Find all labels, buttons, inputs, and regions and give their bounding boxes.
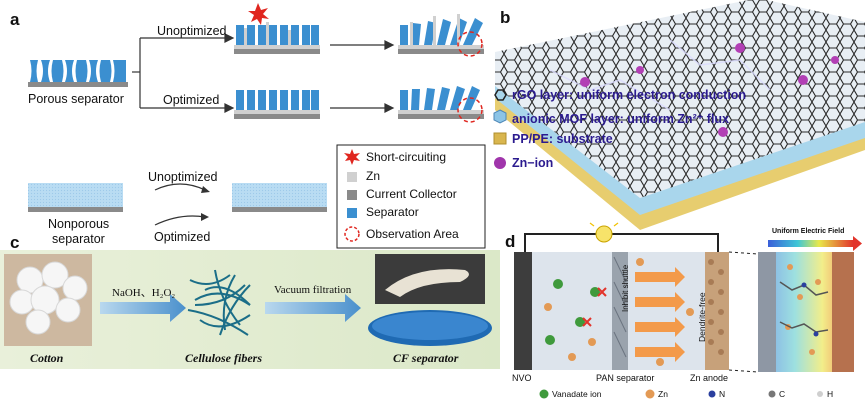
panel-c-label: c xyxy=(10,233,20,252)
porous-separator xyxy=(28,60,128,87)
optimized-label-bottom: Optimized xyxy=(154,230,211,244)
legend-n: N xyxy=(719,389,726,399)
inhibit-shuttle-label: Inhibit shuttle xyxy=(621,264,630,312)
rgo-layer-text: rGO layer: uniform electron conduction xyxy=(512,88,747,102)
field-label: Uniform Electric Field xyxy=(772,228,845,235)
legend-zn: Zn xyxy=(366,169,381,183)
polyhedron-icon xyxy=(493,109,507,124)
legend-current-collector: Current Collector xyxy=(366,187,457,201)
cellulose-process-illustration xyxy=(0,250,500,369)
electric-field-arrow xyxy=(768,240,853,247)
zn-anode xyxy=(705,252,729,370)
cellulose-fibers-icon xyxy=(187,269,251,336)
optimized-label-top: Optimized xyxy=(163,93,220,107)
gold-cube-icon xyxy=(493,132,507,145)
gray-square-icon xyxy=(347,190,357,200)
unoptimized-state-2 xyxy=(398,14,484,57)
zn-anode-label: Zn anode xyxy=(690,373,729,383)
panel-d-label: d xyxy=(505,232,516,251)
nonporous-label-line1: Nonporous xyxy=(48,217,110,231)
legend-h: H xyxy=(827,389,834,399)
battery-cell-illustration xyxy=(514,222,862,399)
legend-separator: Separator xyxy=(366,205,419,219)
caption-cotton: Cotton xyxy=(30,351,64,365)
process-arrow-1 xyxy=(100,294,186,322)
legend-c: C xyxy=(779,389,786,399)
observation-circle-icon xyxy=(457,31,483,57)
hexagon-icon xyxy=(494,89,507,101)
panel-a: a xyxy=(0,0,490,250)
branch-lines xyxy=(132,33,395,113)
legend-short-circuiting: Short-circuiting xyxy=(366,150,447,164)
pppe-text: PP/PE: substrate xyxy=(512,132,613,146)
light-gray-square-icon xyxy=(347,172,357,182)
legend-observation-area: Observation Area xyxy=(366,227,459,241)
nvo-electrode xyxy=(514,252,532,370)
optimized-state-1 xyxy=(234,90,320,119)
panel-a-schematic xyxy=(28,3,486,249)
layered-membrane-illustration xyxy=(493,0,865,230)
pan-separator-label: PAN separator xyxy=(596,373,655,383)
unoptimized-label-bottom: Unoptimized xyxy=(148,170,218,184)
panel-b-label: b xyxy=(500,8,511,27)
star-burst-icon xyxy=(344,149,360,165)
light-bulb-icon xyxy=(595,225,613,243)
step-naoh-h2o2: NaOH、H₂O₂ xyxy=(112,287,176,299)
legend-vanadate: Vanadate ion xyxy=(552,389,602,399)
step-vacuum-filtration: Vacuum filtration xyxy=(274,284,352,296)
optimized-state-2 xyxy=(398,86,484,123)
process-arrow-2 xyxy=(265,294,361,322)
caption-cf-separator: CF separator xyxy=(393,351,459,365)
blue-square-icon xyxy=(347,208,357,218)
nonporous-separator xyxy=(28,183,327,226)
panel-b: b rGO layer: uniform electron conduction… xyxy=(490,0,865,232)
unoptimized-label-top: Unoptimized xyxy=(157,24,227,38)
dendrite-free-label: Dendrite-free xyxy=(697,292,707,342)
unoptimized-state-1 xyxy=(234,3,320,54)
mof-layer-text: anionic MOF layer: uniform Zn²⁺ flux xyxy=(512,112,730,126)
panel-a-label: a xyxy=(10,10,20,29)
dashed-circle-icon xyxy=(344,226,360,242)
porous-separator-label: Porous separator xyxy=(28,92,124,106)
zn-ion-text: Zn−ion xyxy=(512,156,554,170)
panel-c: c NaOH、H₂O₂ xyxy=(0,233,500,405)
panel-d: d xyxy=(500,222,865,405)
caption-cellulose-fibers: Cellulose fibers xyxy=(185,351,262,365)
nvo-label: NVO xyxy=(512,373,532,383)
purple-sphere-icon xyxy=(494,157,506,169)
short-circuit-star-icon xyxy=(248,3,269,25)
pan-separator xyxy=(612,252,628,370)
nonporous-label-line2: separator xyxy=(52,232,105,246)
legend-zn: Zn xyxy=(658,389,668,399)
observation-circle-icon xyxy=(457,97,483,123)
